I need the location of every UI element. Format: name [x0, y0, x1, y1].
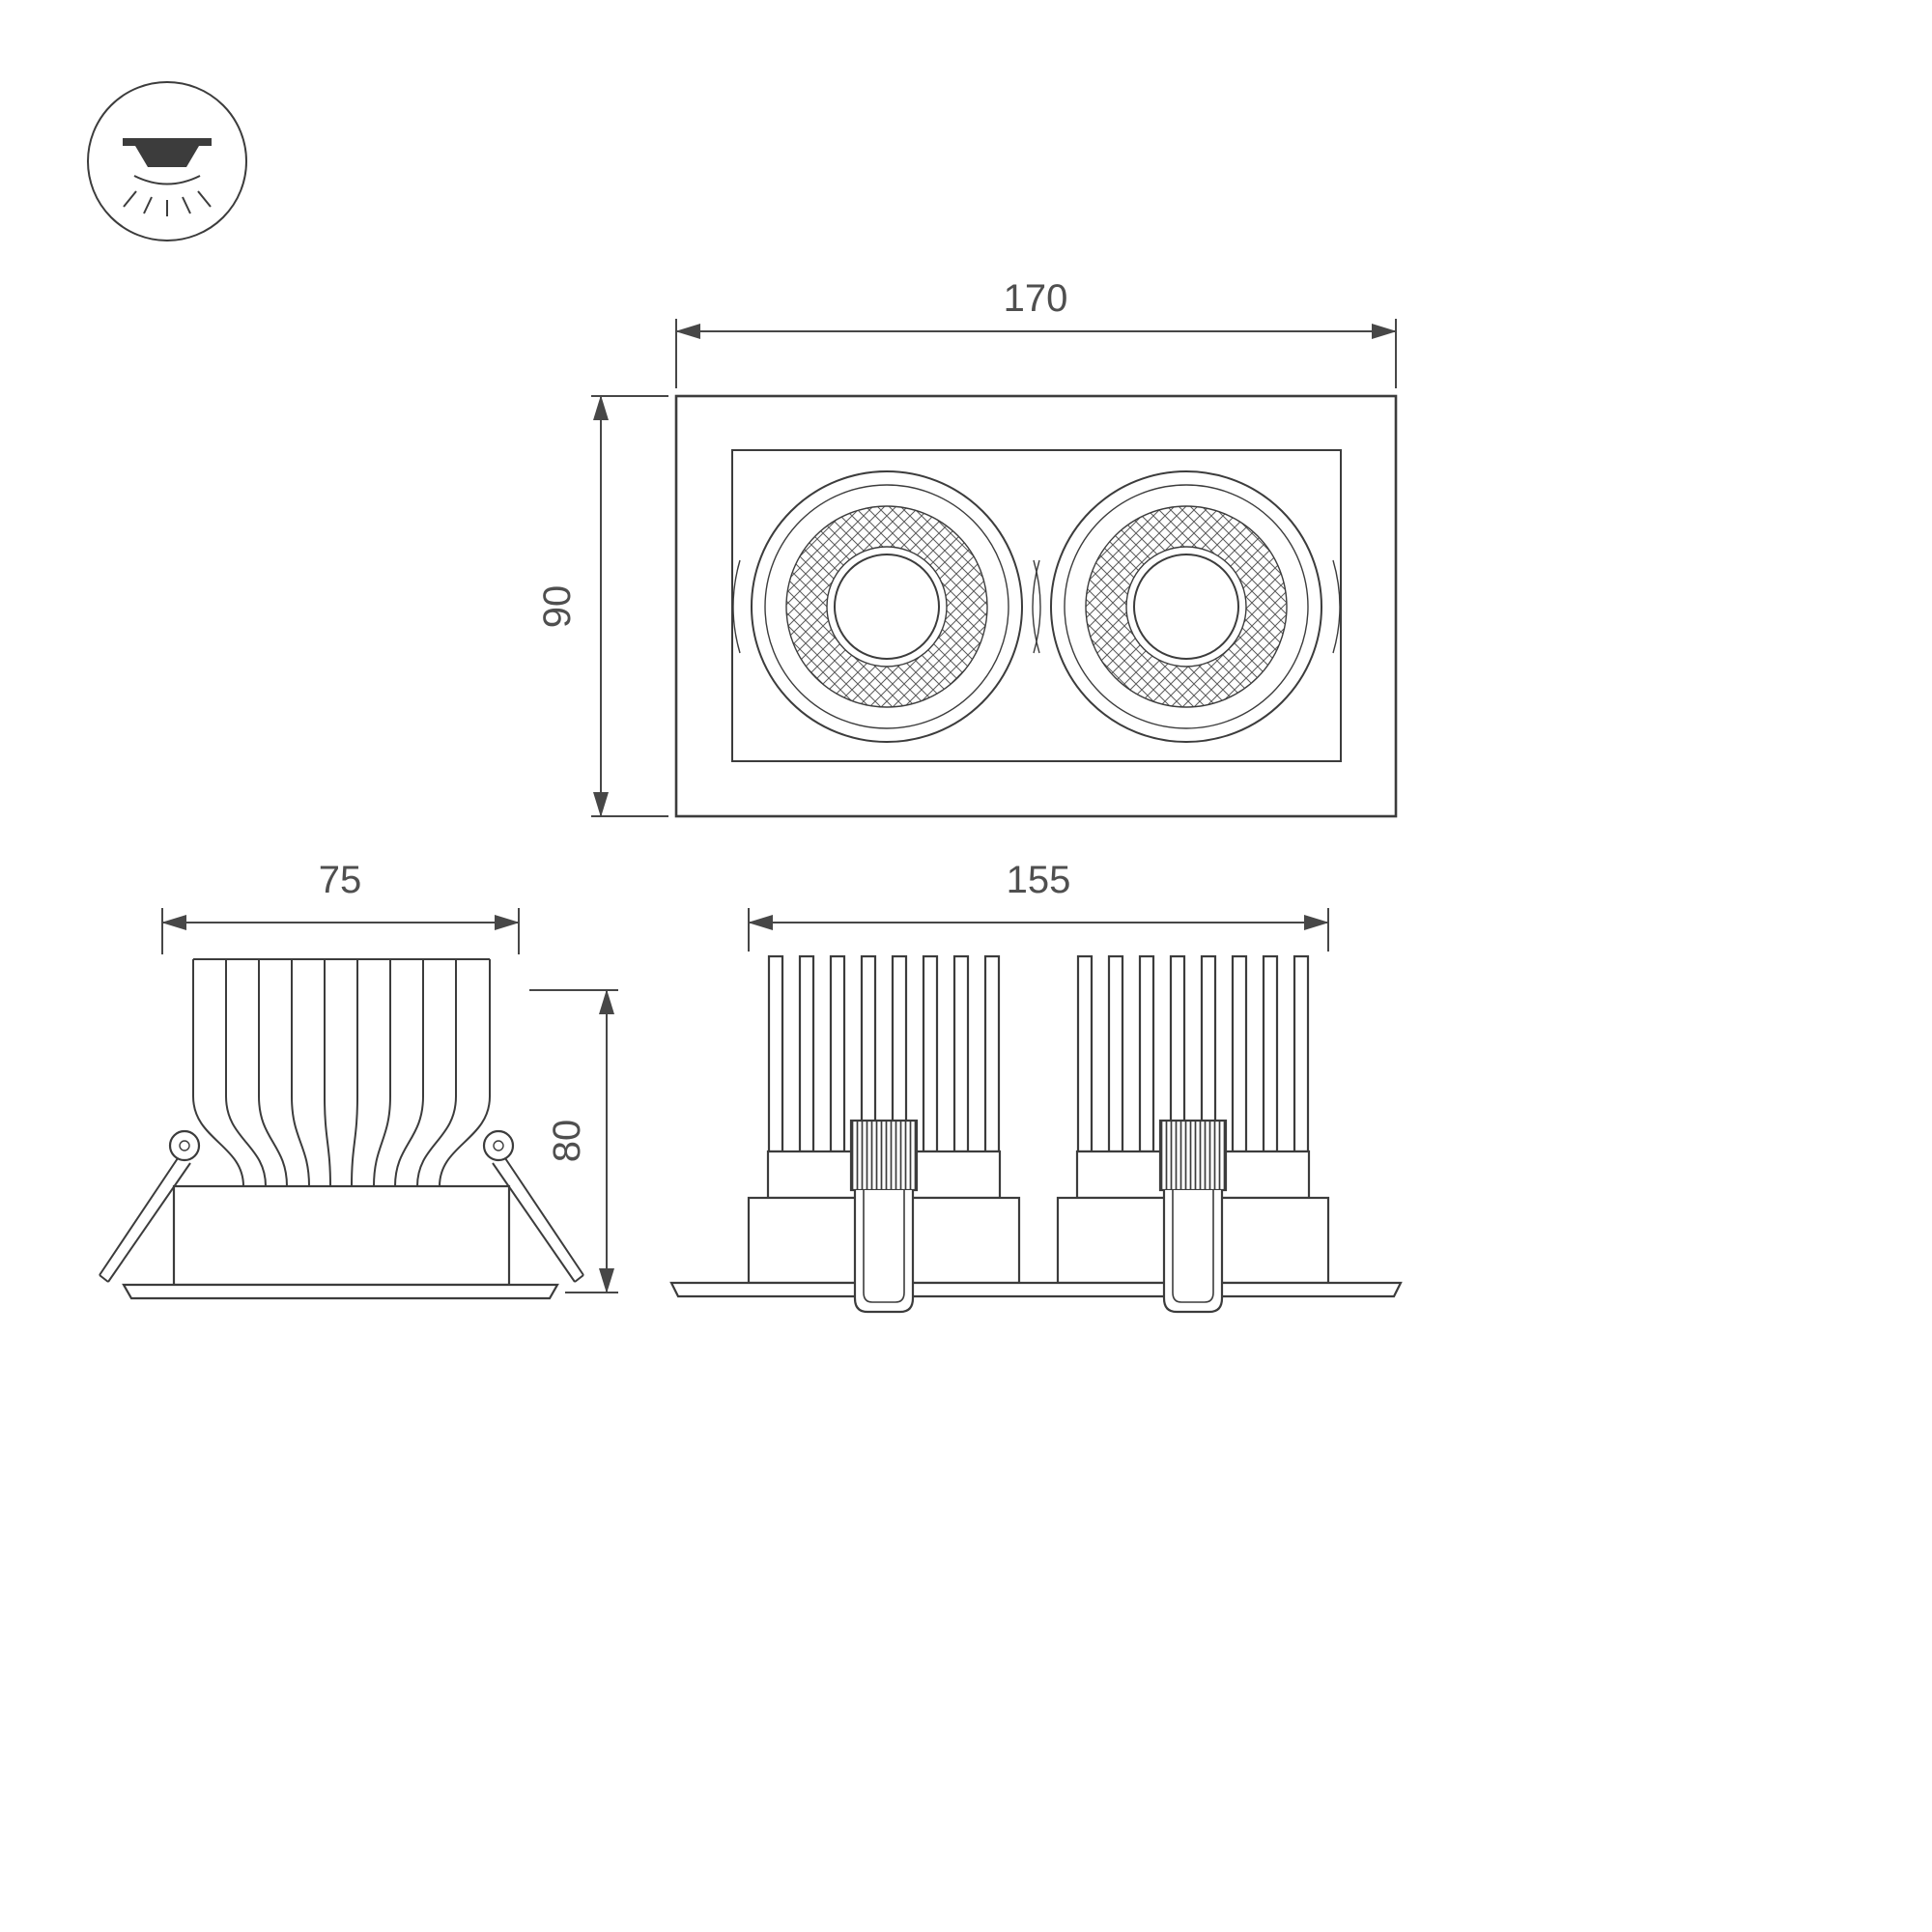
icon-ceiling-bar [123, 138, 212, 146]
reflector-mesh [1086, 506, 1287, 707]
front-outer-frame [674, 394, 1398, 818]
icon-lamp-lens-arc [133, 175, 201, 185]
double-trim-flange [669, 1281, 1403, 1298]
front-lamp-right [1032, 470, 1341, 743]
gimbal-arc-left [1032, 559, 1040, 654]
dimension-side-width: 75 [161, 859, 520, 954]
dimension-label-double-width: 155 [1007, 859, 1071, 901]
front-view [674, 394, 1398, 818]
recessed-downlight-icon [87, 81, 247, 242]
dimension-front-height: 90 [536, 395, 668, 817]
lamp-body-block [172, 1184, 511, 1287]
dimension-double-width: 155 [748, 859, 1329, 952]
gimbal-arc-right [1332, 559, 1341, 654]
spring-clip-left [99, 1129, 201, 1283]
dimension-label-side-width: 75 [319, 859, 362, 901]
front-lamp-left [732, 470, 1041, 743]
retainer-clip-left [849, 1119, 919, 1314]
dimension-label-front-height: 90 [536, 585, 579, 629]
gimbal-arc-right [1033, 559, 1041, 654]
spring-clip-right [482, 1129, 584, 1283]
dimension-side-height: 80 [529, 989, 618, 1293]
front-inner-frame [731, 449, 1342, 762]
dimension-front-width: 170 [675, 277, 1397, 388]
icon-circle-border [87, 81, 247, 242]
side-view-double [669, 954, 1403, 1314]
module-left-fins [767, 954, 1001, 1153]
retainer-clip-right [1158, 1119, 1228, 1314]
side-view-single [99, 958, 584, 1300]
reflector-mesh [786, 506, 987, 707]
icon-lamp-body [135, 146, 199, 167]
dimension-label-side-height: 80 [546, 1120, 588, 1163]
trim-flange [122, 1283, 559, 1300]
dimension-label-front-width: 170 [1004, 277, 1068, 320]
heatsink-fins [192, 958, 491, 1187]
gimbal-arc-left [732, 559, 741, 654]
icon-light-rays [123, 190, 212, 216]
